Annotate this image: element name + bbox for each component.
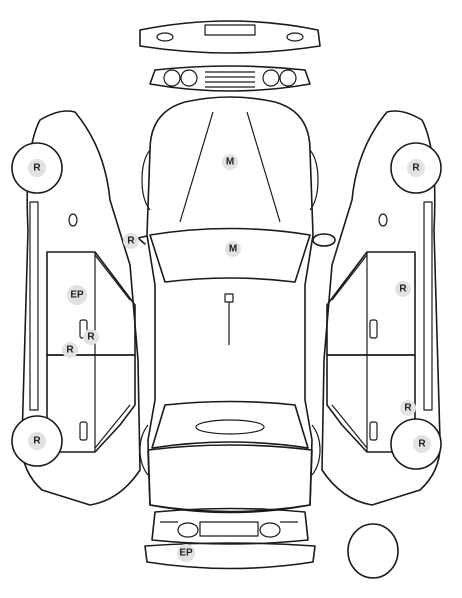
badge-right-sill[interactable]: R xyxy=(400,400,416,416)
badge-label: EP xyxy=(70,290,84,301)
badge-left-sill[interactable]: R xyxy=(62,342,78,358)
badge-label: R xyxy=(418,439,426,450)
badge-left-rear-wheel[interactable]: R xyxy=(28,432,46,450)
badge-right-rear-wheel[interactable]: R xyxy=(413,435,431,453)
badge-label: M xyxy=(229,244,237,255)
badge-rear-bumper[interactable]: EP xyxy=(177,544,195,562)
badge-label: R xyxy=(66,345,74,356)
badge-right-front-door[interactable]: R xyxy=(395,281,411,297)
badge-hood-rear[interactable]: M xyxy=(225,241,241,257)
badge-label: R xyxy=(399,284,407,295)
badge-left-front-door[interactable]: EP xyxy=(67,285,87,305)
front-bumper[interactable] xyxy=(139,20,321,54)
front-grille[interactable] xyxy=(149,65,311,92)
rear-bumper[interactable] xyxy=(144,542,316,570)
spare-wheel[interactable] xyxy=(347,523,399,579)
badge-label: R xyxy=(33,163,41,174)
badge-label: R xyxy=(33,436,41,447)
badge-left-mirror[interactable]: R xyxy=(123,233,139,249)
badge-label: EP xyxy=(179,548,193,559)
badge-hood-front[interactable]: M xyxy=(222,154,238,170)
badge-label: M xyxy=(226,157,234,168)
badge-left-front-wheel[interactable]: R xyxy=(28,159,46,177)
badge-left-door-handle[interactable]: R xyxy=(83,329,99,345)
badge-label: R xyxy=(87,332,95,343)
badge-label: R xyxy=(412,163,420,174)
badge-label: R xyxy=(127,236,135,247)
badge-label: R xyxy=(404,403,412,414)
rear-lights[interactable] xyxy=(151,507,309,545)
badge-right-front-wheel[interactable]: R xyxy=(407,159,425,177)
